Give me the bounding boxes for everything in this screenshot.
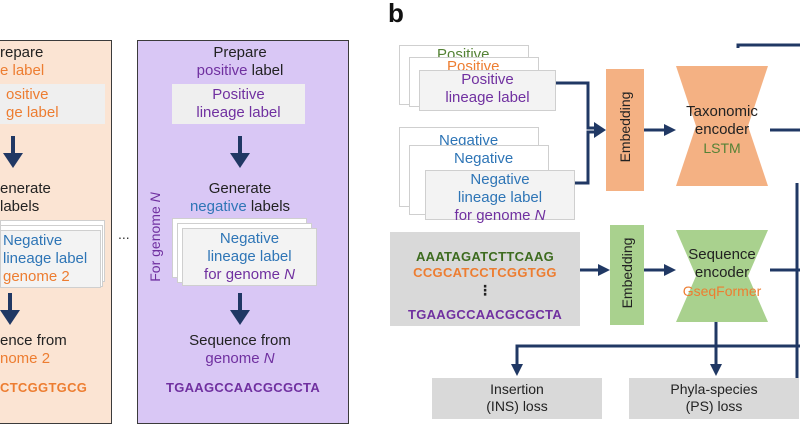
a3-generate-line1: Generate (208, 180, 272, 197)
b-ins-loss-line2: (INS) loss (486, 398, 548, 414)
b-embedding-label-2: Embedding (619, 237, 635, 309)
a2-prepare-line2: e label (0, 62, 45, 79)
b-taxonomic-line2: encoder (694, 121, 750, 138)
a3-generate-labels: labels (246, 198, 291, 215)
b-negative-card-front-line3: for genome (454, 207, 535, 224)
b-sequence-box: AAATAGATCTTCAAG CCGCATCCTCGGTGG ⋮ TGAAGC… (390, 232, 580, 326)
a3-positive-line2: lineage label (196, 104, 281, 121)
b-sequence-encoder-shape (676, 230, 768, 322)
b-taxonomic-line1: Taxonomic (686, 103, 758, 120)
a2-positive-label-box: ositive ge label (0, 84, 105, 124)
a3-negative-line3-prefix: for genome (204, 266, 285, 283)
a3-negative-line3-var: N (284, 266, 295, 283)
b-ps-loss-line2: (PS) loss (685, 398, 743, 414)
b-sequence-2: CCGCATCCTCGGTGG (413, 265, 557, 280)
b-sequence-n: TGAAGCCAACGCGCTA (407, 307, 563, 322)
a3-dna-sequence: TGAAGCCAACGCGCTA (165, 380, 321, 395)
a2-generate-text: enerate labels (0, 180, 100, 216)
a2-negative-line2: lineage label (3, 250, 88, 267)
a3-seq-line2-var: N (263, 350, 275, 367)
a2-sequence-from: ence from nome 2 (0, 332, 100, 368)
a3-down-arrow-2 (230, 293, 250, 325)
a3-seq-line1: Sequence from (189, 332, 291, 349)
a2-generate-line2: labels (0, 198, 40, 215)
a2-prepare-line1: repare (0, 44, 44, 61)
b-ins-loss-box: Insertion (INS) loss (432, 378, 602, 419)
a3-negative-line1: Negative (219, 230, 280, 247)
a2-prepare-text: repare e label (0, 44, 100, 80)
a3-positive-label-box: Positive lineage label (172, 84, 305, 124)
b-ps-loss-box: Phyla-species (PS) loss (629, 378, 799, 419)
a3-sequence-from: Sequence from genome N (170, 332, 310, 368)
b-embedding-box-sequence: Embedding (610, 225, 644, 325)
a2-down-arrow-1 (3, 136, 23, 168)
b-ins-loss-line1: Insertion (490, 381, 544, 397)
a2-negative-line1: Negative (3, 232, 63, 249)
b-lstm-label: LSTM (703, 140, 741, 156)
a3-negative-line2: lineage label (207, 248, 292, 265)
a3-prepare-line1: Prepare (213, 44, 267, 61)
b-seqenc-line1: Sequence (688, 246, 756, 263)
a2-seq-line2: nome 2 (0, 350, 51, 367)
a2-generate-line1: enerate (0, 180, 51, 197)
b-negative-card-front-line1: Negative (470, 171, 530, 188)
ellipsis-between-genomes: ... (118, 226, 130, 242)
b-sequence-encoder-text: Sequence encoder GseqFormer (676, 246, 768, 300)
b-sequence-1: AAATAGATCTTCAAG (415, 249, 555, 264)
b-negative-card-front-var: N (534, 207, 546, 224)
b-positive-card-front: Positive lineage label (419, 70, 556, 111)
b-embedding-box-taxonomic: Embedding (606, 69, 644, 191)
a3-prepare-label: label (247, 62, 284, 79)
b-negative-card-back-text: Negative (439, 132, 499, 149)
a2-negative-card-front: Negative lineage label genome 2 (0, 230, 101, 288)
a2-seq-line1: ence from (0, 332, 67, 349)
a3-negative-card-front: Negative lineage label for genome N (182, 228, 317, 286)
b-taxonomic-encoder-text: Taxonomic encoder LSTM (676, 103, 768, 157)
a2-dna-sequence: CTCGGTGCG (0, 380, 88, 395)
b-taxonomic-encoder-shape (676, 66, 768, 186)
b-sequence-ellipsis: ⋮ (478, 282, 492, 298)
a3-positive-line1: Positive (212, 86, 265, 103)
b-ps-loss-line1: Phyla-species (670, 381, 758, 397)
a2-down-arrow-2 (0, 293, 20, 325)
a3-prepare-text: Prepare positive label (170, 44, 310, 80)
a3-down-arrow-1 (230, 136, 250, 168)
b-negative-card-front: Negative lineage label for genome N (425, 170, 575, 224)
a3-generate-text: Generate negative labels (170, 180, 310, 216)
b-positive-card-front-line1: Positive (461, 71, 514, 88)
b-positive-card-front-line2: lineage label (445, 89, 530, 106)
a3-seq-line2-prefix: genome (205, 350, 264, 367)
a3-prepare-positive: positive (196, 62, 248, 79)
b-negative-card-front-line2: lineage label (457, 189, 543, 206)
a2-negative-line3: genome 2 (3, 268, 70, 285)
b-negative-card-mid-text: Negative (454, 150, 514, 167)
a2-positive-line1: ositive (6, 86, 49, 103)
a2-positive-line2: ge label (6, 104, 59, 121)
panel-b-letter: b (388, 0, 404, 28)
b-gseqformer-label: GseqFormer (682, 283, 762, 299)
a3-generate-negative: negative (189, 198, 247, 215)
b-embedding-label-1: Embedding (617, 91, 633, 163)
b-seqenc-line2: encoder (694, 264, 750, 281)
